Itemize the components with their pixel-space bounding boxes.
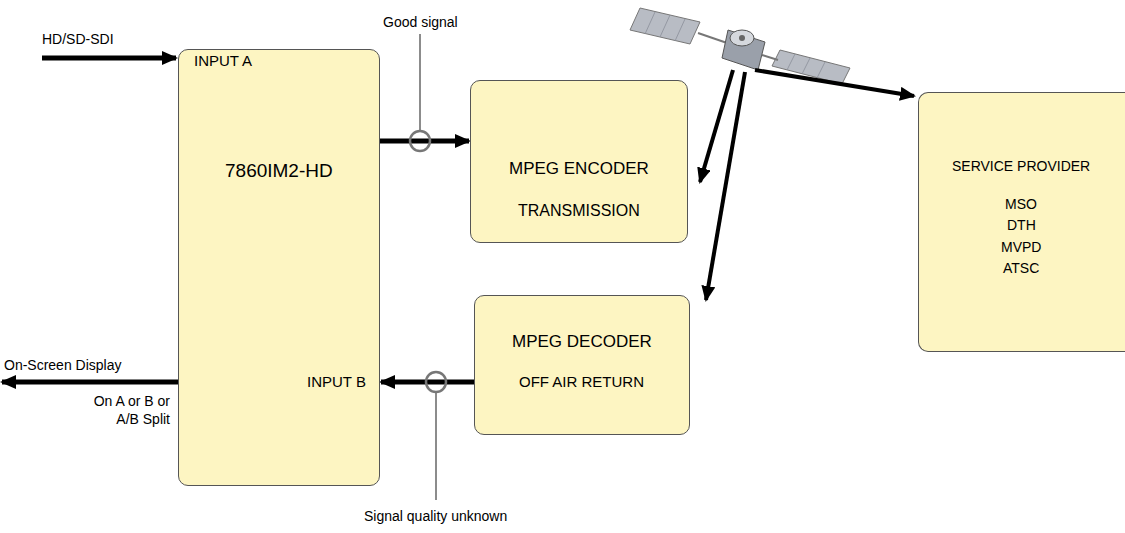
satellite-beam	[755, 70, 914, 96]
probe-point	[410, 131, 430, 151]
box-text: DTH	[1007, 217, 1036, 234]
decoder-box: MPEG DECODER OFF AIR RETURN	[474, 295, 690, 435]
satellite-beam	[706, 72, 745, 300]
box-title: SERVICE PROVIDER	[952, 158, 1090, 175]
box-text: TRANSMISSION	[518, 201, 640, 220]
leader-line	[435, 392, 437, 500]
satellite	[630, 8, 850, 84]
box-text: MSO	[1005, 196, 1037, 213]
leader-line	[419, 34, 421, 130]
signal-arrow	[381, 380, 474, 385]
note: On A or B or A/B Split	[70, 392, 170, 428]
output-arrow	[2, 380, 178, 385]
box-text: MVPD	[1001, 239, 1041, 256]
box-text: OFF AIR RETURN	[519, 373, 644, 391]
monitor-box: INPUT A 7860IM2-HD INPUT B	[178, 49, 380, 486]
box-text: 7860IM2-HD	[225, 160, 333, 183]
probe-point	[426, 372, 446, 392]
signal-arrow	[380, 139, 469, 144]
provider-box: SERVICE PROVIDER MSO DTH MVPD ATSC	[918, 92, 1125, 352]
encoder-box: MPEG ENCODER TRANSMISSION	[470, 80, 688, 243]
box-text: INPUT B	[307, 373, 366, 391]
signal-name: HD/SD-SDI	[42, 30, 114, 48]
note: Good signal	[383, 13, 458, 31]
box-title: MPEG ENCODER	[509, 159, 649, 179]
box-text: ATSC	[1003, 260, 1039, 277]
input-arrow	[42, 56, 176, 61]
box-title: INPUT A	[194, 52, 252, 70]
signal-name: On-Screen Display	[4, 356, 122, 374]
box-title: MPEG DECODER	[512, 332, 652, 352]
note: Signal quality unknown	[364, 507, 507, 525]
